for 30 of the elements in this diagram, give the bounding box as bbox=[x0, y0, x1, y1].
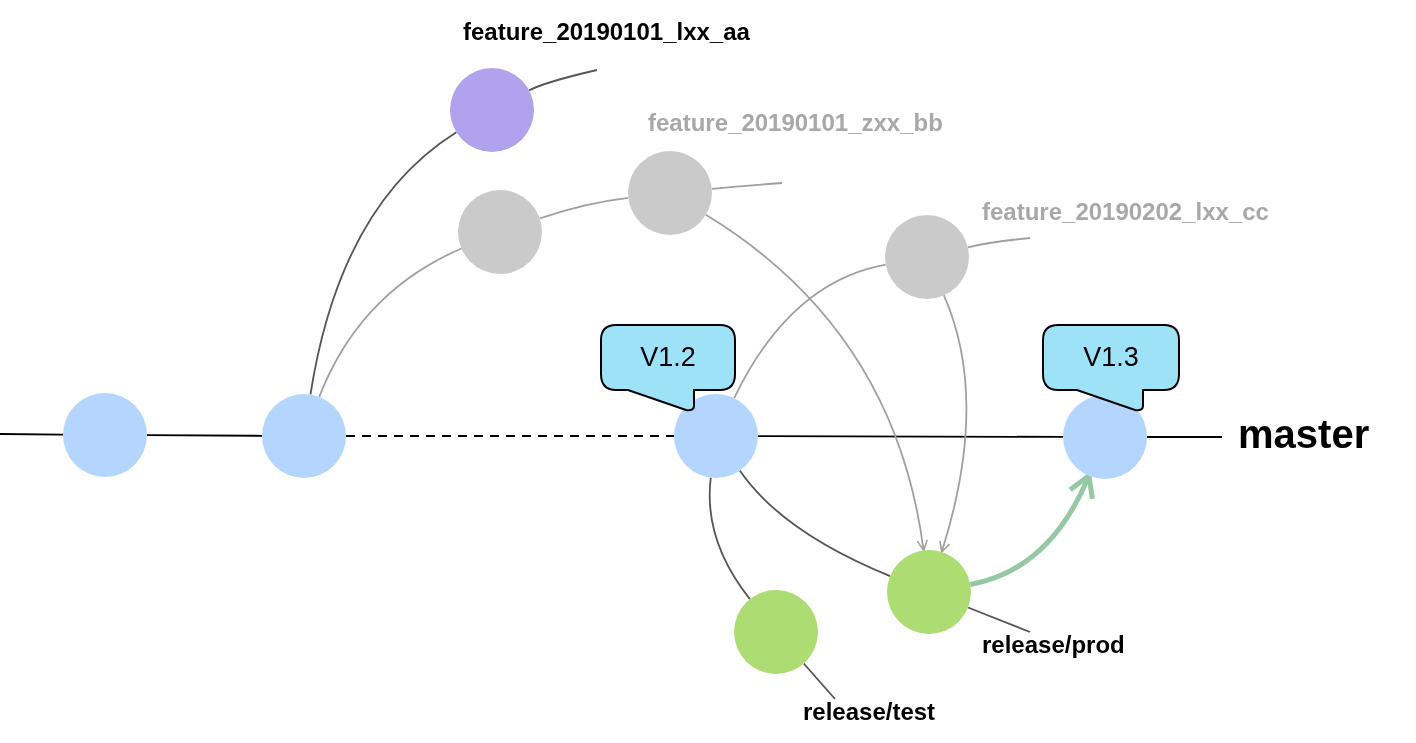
branch-line bbox=[708, 476, 751, 600]
branch-name: release/prod bbox=[982, 631, 1125, 658]
branch-name: master bbox=[1238, 412, 1370, 457]
branch-line bbox=[146, 434, 263, 437]
branch-line bbox=[538, 197, 630, 220]
version-tag-text: V1.2 bbox=[639, 342, 697, 373]
branch-name: feature_20190101_lxx_aa bbox=[463, 18, 750, 46]
commit-circle bbox=[674, 394, 758, 478]
branch-name: feature_20190101_zxx_bb bbox=[648, 109, 943, 137]
branch-name: release/test bbox=[803, 698, 936, 725]
branch-line bbox=[966, 237, 1031, 249]
merge-arrow bbox=[704, 213, 928, 552]
tag-callout bbox=[600, 324, 736, 412]
branch-line bbox=[0, 433, 64, 436]
branch-line bbox=[309, 131, 458, 396]
version-tag-text: V1.3 bbox=[1082, 342, 1140, 373]
branch-line bbox=[318, 247, 463, 398]
branch-name: feature_20190202_lxx_cc bbox=[982, 198, 1269, 226]
merge-arrow bbox=[938, 294, 968, 553]
branch-line bbox=[967, 606, 1031, 633]
branch-line bbox=[802, 662, 836, 700]
branch-line bbox=[733, 263, 887, 400]
branch-line bbox=[757, 435, 1064, 438]
branch-line bbox=[1146, 436, 1223, 438]
tag-callout bbox=[1042, 324, 1180, 412]
branch-line bbox=[528, 69, 598, 92]
branch-line bbox=[710, 182, 783, 190]
merge-arrow bbox=[969, 473, 1095, 587]
branch-line bbox=[345, 435, 675, 437]
branch-line bbox=[738, 469, 891, 578]
